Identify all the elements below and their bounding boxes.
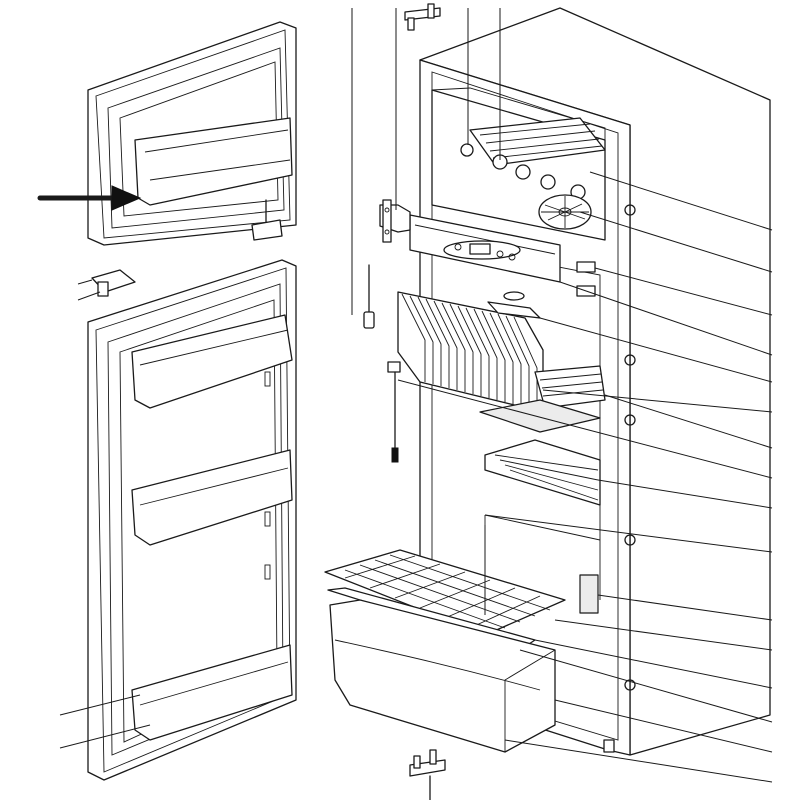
callout-arrow (37, 185, 142, 211)
sensor-probe (363, 264, 375, 329)
vegetable-crisper (329, 599, 556, 753)
freezer-shelf (469, 117, 606, 166)
middle-hinge (77, 269, 136, 301)
top-hinge-pin (404, 3, 441, 31)
hinge-bracket (379, 199, 411, 243)
glass-shelf (479, 399, 601, 433)
thermostat-clip (487, 291, 541, 319)
leader-lines (59, 8, 773, 783)
wire-shelf-middle (484, 439, 601, 506)
door-bin-middle (131, 449, 293, 546)
door-bin-top (131, 314, 293, 409)
probe-cable (387, 361, 401, 463)
freezer-door-shelf (134, 117, 293, 206)
wire-shelf-upper (534, 365, 606, 409)
cooling-fins (397, 291, 544, 413)
fan (538, 194, 592, 230)
door-bin-bottom (131, 644, 293, 741)
bottom-hinge (409, 749, 446, 800)
wire-shelf-bottom (324, 549, 566, 636)
freezer-door-latch (251, 199, 283, 241)
